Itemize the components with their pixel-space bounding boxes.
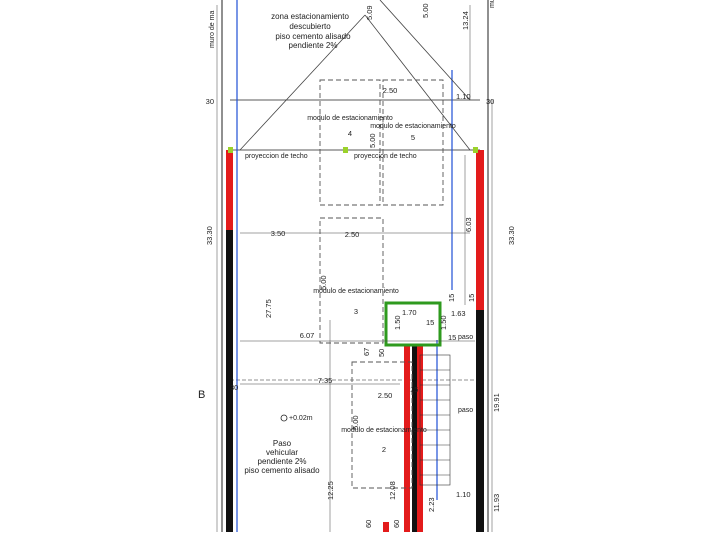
dim-1225: 12.25 (326, 481, 335, 500)
module-5-number: 5 (411, 133, 415, 142)
dim-15-e: 15 (467, 294, 476, 302)
parking-zone-line-4: pendiente 2% (289, 41, 338, 50)
dimension-lines (216, 5, 493, 532)
dim-15-c: 15 (448, 333, 456, 342)
dim-509: 5.09 (365, 5, 374, 20)
dim-350: 3.50 (271, 229, 286, 238)
wall-label-right: mu (489, 0, 496, 8)
dim-170: 1.70 (402, 308, 417, 317)
paso-vehicular-line-1: Paso (273, 439, 292, 448)
walls (221, 0, 489, 532)
parking-modules (319, 79, 444, 489)
paso-label-2: paso (458, 407, 473, 414)
module-3-number: 3 (354, 307, 358, 316)
dim-30-a: 30 (206, 97, 214, 106)
module-3-width: 2.50 (345, 230, 360, 239)
dim-60-b: 60 (392, 520, 401, 528)
paso-vehicular-line-2: vehicular (266, 448, 298, 457)
module-3-length: 5.00 (319, 275, 328, 290)
module-5-length: 5.00 (368, 133, 377, 148)
stair (419, 354, 451, 486)
dim-223: 2.23 (427, 497, 436, 512)
green-box (228, 147, 478, 347)
dim-30-c: 30 (230, 383, 238, 392)
module-4-width: 2.50 (383, 86, 398, 95)
dim-603: 6.03 (464, 217, 473, 232)
paso-label-1: paso (458, 334, 473, 341)
module-4-number: 4 (348, 129, 352, 138)
dim-3330-l: 33.30 (205, 226, 214, 245)
dim-15-d: 15 (410, 385, 418, 394)
module-5: modulo de estacionamiento 5 5.00 (368, 123, 456, 148)
roof-projection-label-1: proyeccion de techo (245, 153, 308, 160)
dim-500-top: 5.00 (421, 3, 430, 18)
parking-zone-note: zona estacionamiento descubierto piso ce… (271, 12, 351, 50)
dimension-texts: 5.09 5.00 13.24 30 30 1.10 33.30 33.30 3… (205, 3, 516, 528)
dim-150-a: 1.50 (393, 315, 402, 330)
roof-diagonals (239, 0, 471, 151)
dim-110: 1.10 (456, 92, 471, 101)
dim-150-b: 1.50 (439, 315, 448, 330)
module-3: modulo de estacionamiento 3 2.50 5.00 (313, 230, 399, 316)
paso-vehicular-line-4: piso cemento alisado (244, 466, 320, 475)
module-2-title: modulo de estacionamiento (341, 427, 427, 434)
dim-3330-r: 33.30 (507, 226, 516, 245)
parking-zone-line-1: zona estacionamiento (271, 12, 349, 21)
dim-163: 1.63 (451, 309, 466, 318)
dim-30-b: 30 (486, 97, 494, 106)
blue-lines (236, 0, 453, 532)
dim-15-b: 15 (426, 318, 434, 327)
dim-1991: 19.91 (492, 393, 501, 412)
dim-60-a: 60 (364, 520, 373, 528)
module-4-title: modulo de estacionamiento (307, 115, 393, 122)
paso-vehicular-line-3: pendiente 2% (258, 457, 307, 466)
row-label: B (198, 389, 205, 401)
dim-50: 50 (377, 349, 386, 357)
module-2: modulo de estacionamiento 2 2.50 5.00 (341, 391, 427, 454)
dim-607: 6.07 (300, 331, 315, 340)
dim-735: 7.35 (318, 376, 333, 385)
dim-1324: 13.24 (461, 11, 470, 30)
dim-1208: 12.08 (388, 481, 397, 500)
parking-zone-line-2: descubierto (289, 22, 331, 31)
module-2-length: 5.00 (351, 415, 360, 430)
module-3-title: modulo de estacionamiento (313, 288, 399, 295)
roof-projection-label-2: proyeccion de techo (354, 153, 417, 160)
parking-zone-line-3: piso cemento alisado (275, 32, 351, 41)
dim-15-a: 15 (447, 294, 456, 302)
module-5-title: modulo de estacionamiento (370, 123, 456, 130)
module-4: modulo de estacionamiento 4 2.50 (307, 86, 397, 138)
wall-label-left: muro de ma (209, 11, 216, 48)
module-2-number: 2 (382, 445, 386, 454)
paso-vehicular-note: Paso vehicular pendiente 2% piso cemento… (244, 439, 320, 475)
dim-110-b: 1.10 (456, 490, 471, 499)
dim-67: 67 (362, 348, 371, 356)
dim-1193: 11.93 (492, 494, 501, 512)
level-mark: +0.02m (280, 414, 313, 422)
level-mark-text: +0.02m (289, 415, 313, 422)
module-2-width: 2.50 (378, 391, 393, 400)
dim-2775: 27.75 (264, 299, 273, 318)
